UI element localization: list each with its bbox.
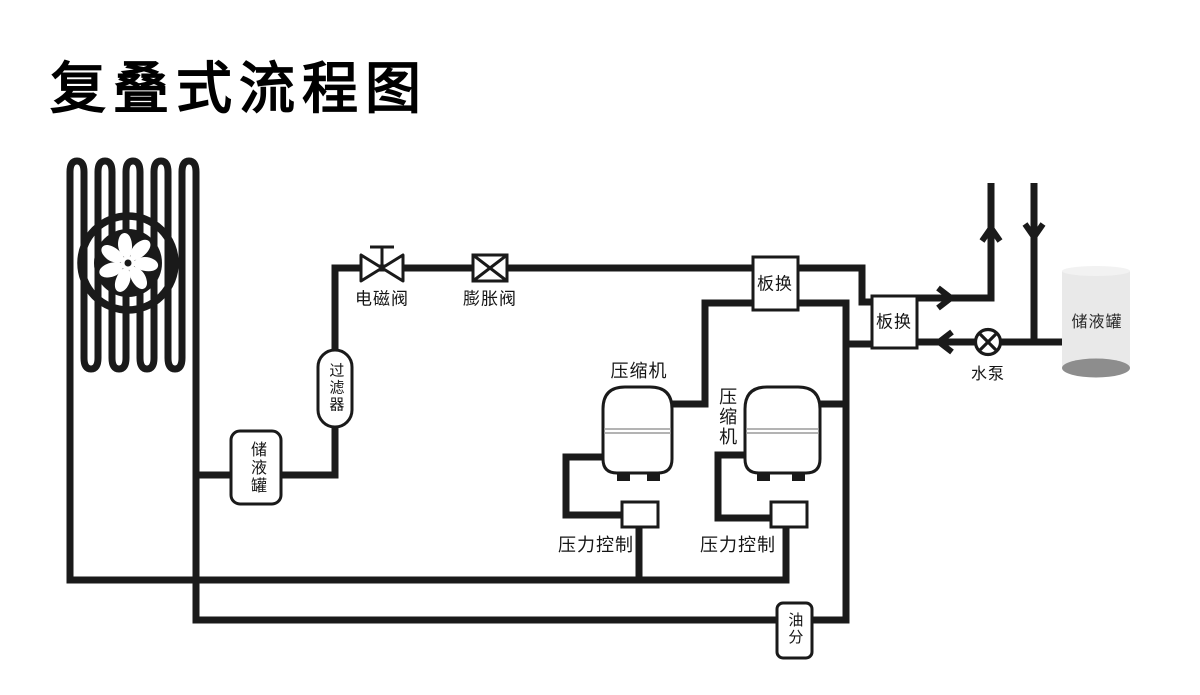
pipe-suction-2 xyxy=(714,451,771,522)
storage-tank-cylinder xyxy=(1062,266,1130,378)
plate-hx-1-box xyxy=(751,255,800,312)
pressure-control-2-label: 压力控制 xyxy=(700,534,776,555)
arrow-up-icon xyxy=(979,222,1003,243)
receiver-box xyxy=(229,429,283,506)
pipe-water-outlet xyxy=(917,183,995,302)
page-title: 复叠式流程图 xyxy=(50,57,428,120)
solenoid-valve-label: 电磁阀 xyxy=(355,289,409,309)
pressure-control-1-label: 压力控制 xyxy=(558,534,634,555)
bowtie-valve-icon xyxy=(359,245,405,283)
oil-separator-box xyxy=(775,601,814,660)
fan-icon xyxy=(77,212,179,314)
compressor-2-label: 压缩机 xyxy=(717,387,738,447)
plate-hx-2-box xyxy=(870,294,919,350)
compressor-1-body xyxy=(601,385,674,481)
expansion-valve-label: 膨胀阀 xyxy=(463,289,517,309)
circle-x-pump-icon xyxy=(973,327,1003,357)
plate-hx-1-label: 板换 xyxy=(757,274,793,294)
crossed-box-valve-icon xyxy=(471,253,509,283)
water-pump-label: 水泵 xyxy=(970,366,1006,384)
arrow-left-icon xyxy=(934,329,954,355)
pipe-coil-serpentine-and-bottom-lines xyxy=(66,157,790,624)
pressure-control-1-box xyxy=(620,500,660,529)
compressor-2-body xyxy=(743,385,822,481)
plate-hx-2-label: 板换 xyxy=(876,312,912,332)
compressor-1-label: 压缩机 xyxy=(610,360,668,381)
pipe-hx1-to-hx2 xyxy=(798,264,872,306)
arrow-down-icon xyxy=(1022,222,1046,243)
oil-separator-label: 油分 xyxy=(786,612,804,646)
filter-label: 过滤器 xyxy=(327,362,345,414)
arrow-right-icon xyxy=(936,285,956,311)
storage-tank-label: 储液罐 xyxy=(1071,314,1123,332)
receiver-label: 储液罐 xyxy=(247,441,265,495)
pipe-suction-1 xyxy=(562,453,622,519)
filter-capsule xyxy=(316,348,354,429)
pressure-control-2-box xyxy=(769,500,809,529)
